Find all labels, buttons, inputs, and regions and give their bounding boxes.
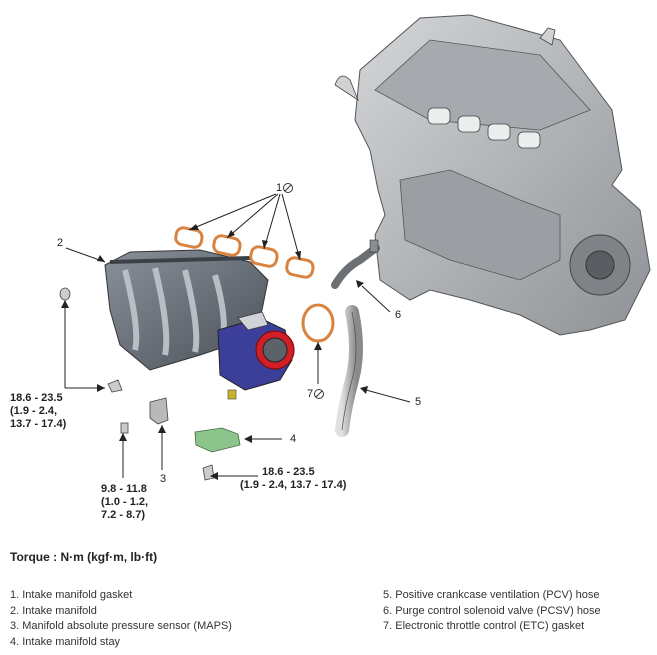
legend-item: 4. Intake manifold stay — [10, 635, 121, 648]
callout-6: 6 — [395, 309, 402, 321]
legend-item: 1. Intake manifold gasket — [10, 589, 133, 601]
torque-value-maps: 9.8 - 11.8 (1.0 - 1.2, 7.2 - 8.7) — [101, 483, 149, 521]
legend-right: 5. Positive crankcase ventilation (PCV) … — [383, 588, 601, 635]
maps-sensor — [149, 397, 169, 425]
legend-left: 1. Intake manifold gasket 2. Intake mani… — [10, 588, 232, 650]
torque-value-stay: 18.6 - 23.5 (1.9 - 2.4, 13.7 - 17.4) — [240, 466, 347, 491]
callout-4: 4 — [290, 433, 297, 445]
callout-3: 3 — [160, 473, 167, 485]
pcsv-hose — [331, 239, 380, 289]
legend-item: 2. Intake manifold — [10, 604, 97, 617]
circle-slash-icon — [314, 389, 324, 399]
callout-7: 7 — [307, 388, 314, 400]
arrowheads — [61, 224, 368, 480]
legend-item: 3. Manifold absolute pressure sensor (MA… — [10, 620, 232, 632]
torque-value-manifold: 18.6 - 23.5 (1.9 - 2.4, 13.7 - 17.4) — [10, 392, 67, 430]
engine-block — [334, 14, 651, 336]
circle-slash-icon — [283, 183, 293, 193]
legend-item: 5. Positive crankcase ventilation (PCV) … — [383, 589, 600, 601]
callout-2: 2 — [57, 237, 64, 249]
callout-5: 5 — [415, 396, 422, 408]
etc-gasket — [301, 303, 335, 343]
throttle-body — [217, 311, 295, 400]
callout-1: 1 — [276, 182, 283, 194]
exploded-diagram — [59, 14, 651, 481]
torque-heading: Torque : N·m (kgf·m, lb·ft) — [10, 550, 158, 564]
intake-manifold-stay — [194, 427, 241, 453]
legend-item: 6. Purge control solenoid valve (PCSV) h… — [383, 604, 601, 617]
legend-item: 7. Electronic throttle control (ETC) gas… — [383, 620, 585, 632]
